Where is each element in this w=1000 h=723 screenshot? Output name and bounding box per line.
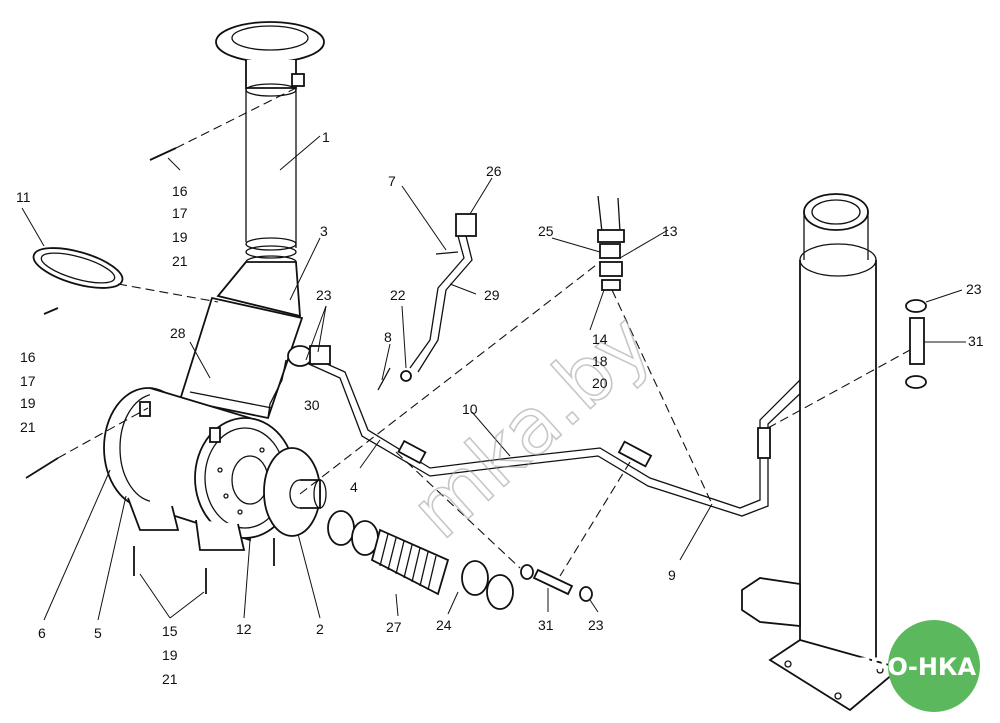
part-label: 21 — [162, 671, 178, 687]
part-label: 5 — [94, 625, 102, 641]
part-label: 6 — [38, 625, 46, 641]
breather-pipe — [287, 345, 807, 517]
part-label: 7 — [388, 173, 396, 189]
part-label: 12 — [236, 621, 252, 637]
lower-fittings — [520, 564, 593, 602]
part-label: 3 — [320, 223, 328, 239]
bracket-assembly — [597, 195, 625, 291]
assembly-dashed-lines — [57, 87, 911, 577]
part-label: 24 — [436, 617, 452, 633]
part-label: 19 — [172, 229, 188, 245]
part-label: 23 — [966, 281, 982, 297]
part-labels: 1 3 16 17 19 21 11 16 17 19 21 28 23 30 … — [16, 129, 984, 687]
watermark-text: mka.by — [395, 297, 669, 557]
part-label: 17 — [172, 205, 188, 221]
part-label: 11 — [16, 189, 31, 205]
part-label: 19 — [20, 395, 36, 411]
part-label: 28 — [170, 325, 186, 341]
air-cleaner-body — [103, 387, 296, 551]
part-label: 1 — [322, 129, 330, 145]
part-label: 10 — [462, 401, 478, 417]
part-label: 17 — [20, 373, 36, 389]
brand-logo: АГРО-НКА — [836, 620, 980, 712]
part-label: 4 — [350, 479, 358, 495]
part-label: 26 — [486, 163, 502, 179]
outlet-flange — [263, 447, 327, 537]
part-label: 31 — [538, 617, 554, 633]
part-label: 23 — [316, 287, 332, 303]
part-label: 20 — [592, 375, 608, 391]
ring-gasket — [32, 247, 124, 289]
part-label: 25 — [538, 223, 554, 239]
part-label: 8 — [384, 329, 392, 345]
part-label: 30 — [304, 397, 320, 413]
part-label: 21 — [172, 253, 188, 269]
part-label: 23 — [588, 617, 604, 633]
part-label: 13 — [662, 223, 678, 239]
sensor-pipe — [377, 213, 477, 391]
intake-pipe — [215, 21, 325, 269]
logo-text: АГРО-НКА — [836, 653, 977, 681]
part-label: 31 — [968, 333, 984, 349]
part-label: 14 — [592, 331, 608, 347]
part-label: 16 — [172, 183, 188, 199]
part-label: 16 — [20, 349, 36, 365]
right-fittings — [905, 299, 927, 389]
hose-and-clamps — [327, 510, 514, 610]
part-label: 18 — [592, 353, 608, 369]
intake-transition — [178, 261, 304, 420]
leader-lines — [21, 135, 966, 621]
part-label: 29 — [484, 287, 500, 303]
part-label: 15 — [162, 623, 178, 639]
part-label: 9 — [668, 567, 676, 583]
exhaust-stack — [741, 193, 902, 712]
part-label: 2 — [316, 621, 324, 637]
bolts — [25, 147, 275, 594]
part-label: 27 — [386, 619, 402, 635]
part-label: 22 — [390, 287, 406, 303]
part-label: 21 — [20, 419, 36, 435]
part-label: 19 — [162, 647, 178, 663]
